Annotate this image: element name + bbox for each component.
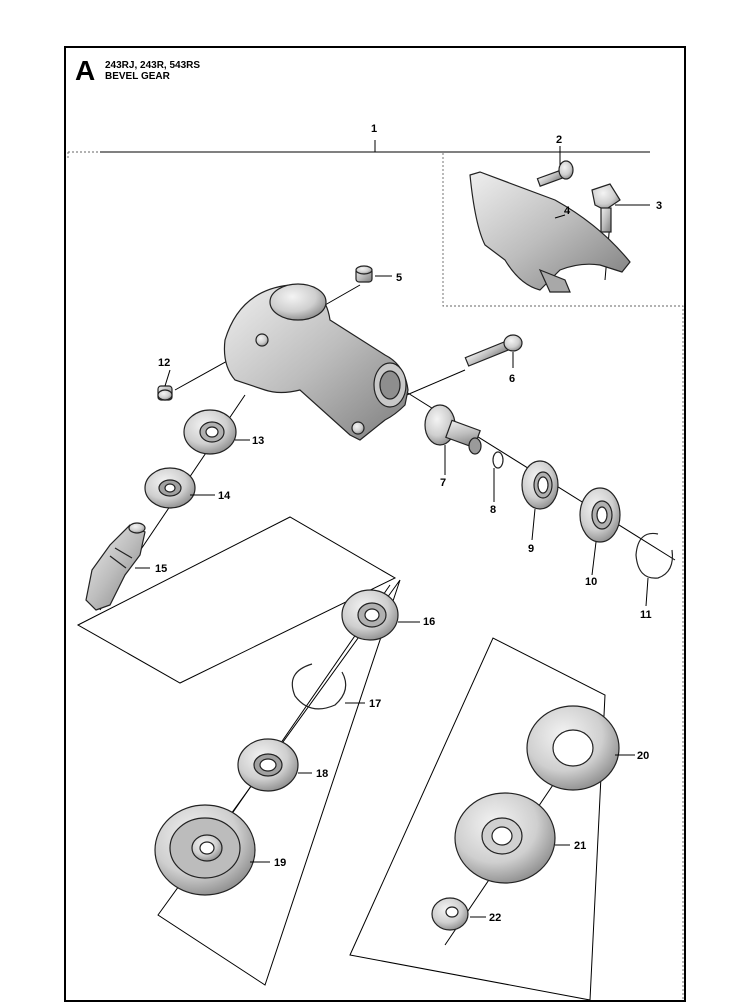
bevel-gear-19-part [154, 804, 256, 896]
screw-12-part [157, 385, 173, 401]
callout-16: 16 [423, 616, 435, 628]
callout-4: 4 [564, 205, 571, 217]
locking-pin-part [591, 183, 621, 233]
diagram-frame [64, 46, 686, 1002]
callout-14: 14 [218, 490, 231, 502]
seal-18-part [237, 738, 299, 792]
bracket-screw-part [536, 160, 574, 187]
section-letter: A [75, 55, 96, 86]
callout-2: 2 [556, 134, 562, 146]
diagram-title: BEVEL GEAR [105, 71, 170, 82]
callout-5: 5 [396, 272, 402, 284]
group-1-bracket [100, 140, 650, 153]
callout-17: 17 [369, 698, 381, 710]
support-cup-21-part [454, 792, 556, 884]
guard-bracket-part [469, 171, 631, 291]
bearing-10-part [579, 487, 621, 543]
callout-10: 10 [585, 576, 597, 588]
seal-14-part [144, 467, 196, 509]
pinion-gear-part [424, 404, 482, 455]
callout-22: 22 [489, 912, 501, 924]
bearing-9-part [521, 460, 559, 510]
screw-5-axis [324, 284, 361, 306]
bolt-6-part [464, 334, 523, 367]
callout-1: 1 [371, 123, 377, 135]
retaining-ring-8-part [492, 451, 504, 469]
callout-18: 18 [316, 768, 328, 780]
drive-shaft-part [85, 522, 146, 611]
callout-15: 15 [155, 563, 167, 575]
leader-lines [135, 146, 650, 918]
model-list: 243RJ, 243R, 543RS [105, 60, 201, 71]
callout-13: 13 [252, 435, 264, 447]
circlip-11-part [635, 532, 674, 579]
callout-7: 7 [440, 477, 446, 489]
callout-11: 11 [640, 609, 652, 621]
callout-9: 9 [528, 543, 534, 555]
washer-subgroup-outline [349, 637, 606, 1001]
bearing-16-part [341, 589, 399, 641]
gear-housing-part [223, 283, 409, 441]
circlip-17-part [291, 663, 347, 710]
bearing-13-part [183, 409, 237, 455]
screw-5-part [355, 265, 373, 283]
callout-19: 19 [274, 857, 286, 869]
callout-21: 21 [574, 840, 586, 852]
callout-20: 20 [637, 750, 649, 762]
support-washer-20-part [526, 705, 620, 791]
shaft-subgroup-outline [76, 516, 397, 684]
nut-22-part [431, 897, 469, 931]
callout-8: 8 [490, 504, 496, 516]
callout-6: 6 [509, 373, 515, 385]
callout-3: 3 [656, 200, 662, 212]
callout-12: 12 [158, 357, 170, 369]
